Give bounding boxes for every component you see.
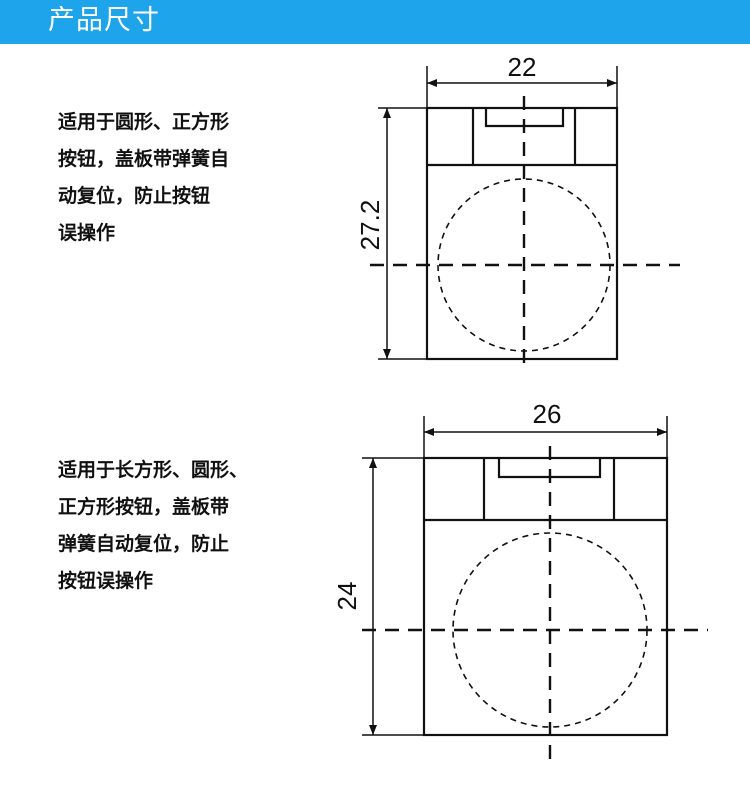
description-line: 适用于长方形、圆形、 [58, 459, 249, 481]
drawing-2-height-dimension [362, 457, 424, 736]
drawing-2 [362, 416, 708, 762]
drawing-2-width-dimension [423, 416, 668, 458]
description-line: 正方形按钮，盖板带 [58, 496, 230, 518]
description-line: 误操作 [58, 222, 116, 244]
drawing-2-body [422, 456, 669, 737]
drawing-2-width-label: 26 [533, 399, 562, 429]
drawing-1-height-dimension [378, 107, 427, 360]
drawing-1 [370, 66, 680, 370]
section-title: 产品尺寸 [48, 5, 160, 36]
drawing-1-width-label: 22 [508, 52, 537, 82]
product-1-description: 适用于圆形、正方形 按钮，盖板带弹簧自 动复位，防止按钮 误操作 [58, 104, 229, 252]
description-line: 按钮误操作 [58, 570, 154, 592]
drawing-1-body [425, 106, 619, 361]
description-line: 按钮，盖板带弹簧自 [58, 148, 230, 170]
description-line: 弹簧自动复位，防止 [58, 533, 230, 555]
drawing-2-height-label: 24 [332, 582, 362, 611]
product-2-description: 适用于长方形、圆形、 正方形按钮，盖板带 弹簧自动复位，防止 按钮误操作 [58, 452, 248, 600]
drawing-1-width-dimension [426, 66, 618, 108]
description-line: 动复位，防止按钮 [58, 185, 211, 207]
description-line: 适用于圆形、正方形 [58, 111, 230, 133]
section-header: 产品尺寸 [0, 0, 750, 44]
drawing-1-height-label: 27.2 [355, 200, 385, 251]
